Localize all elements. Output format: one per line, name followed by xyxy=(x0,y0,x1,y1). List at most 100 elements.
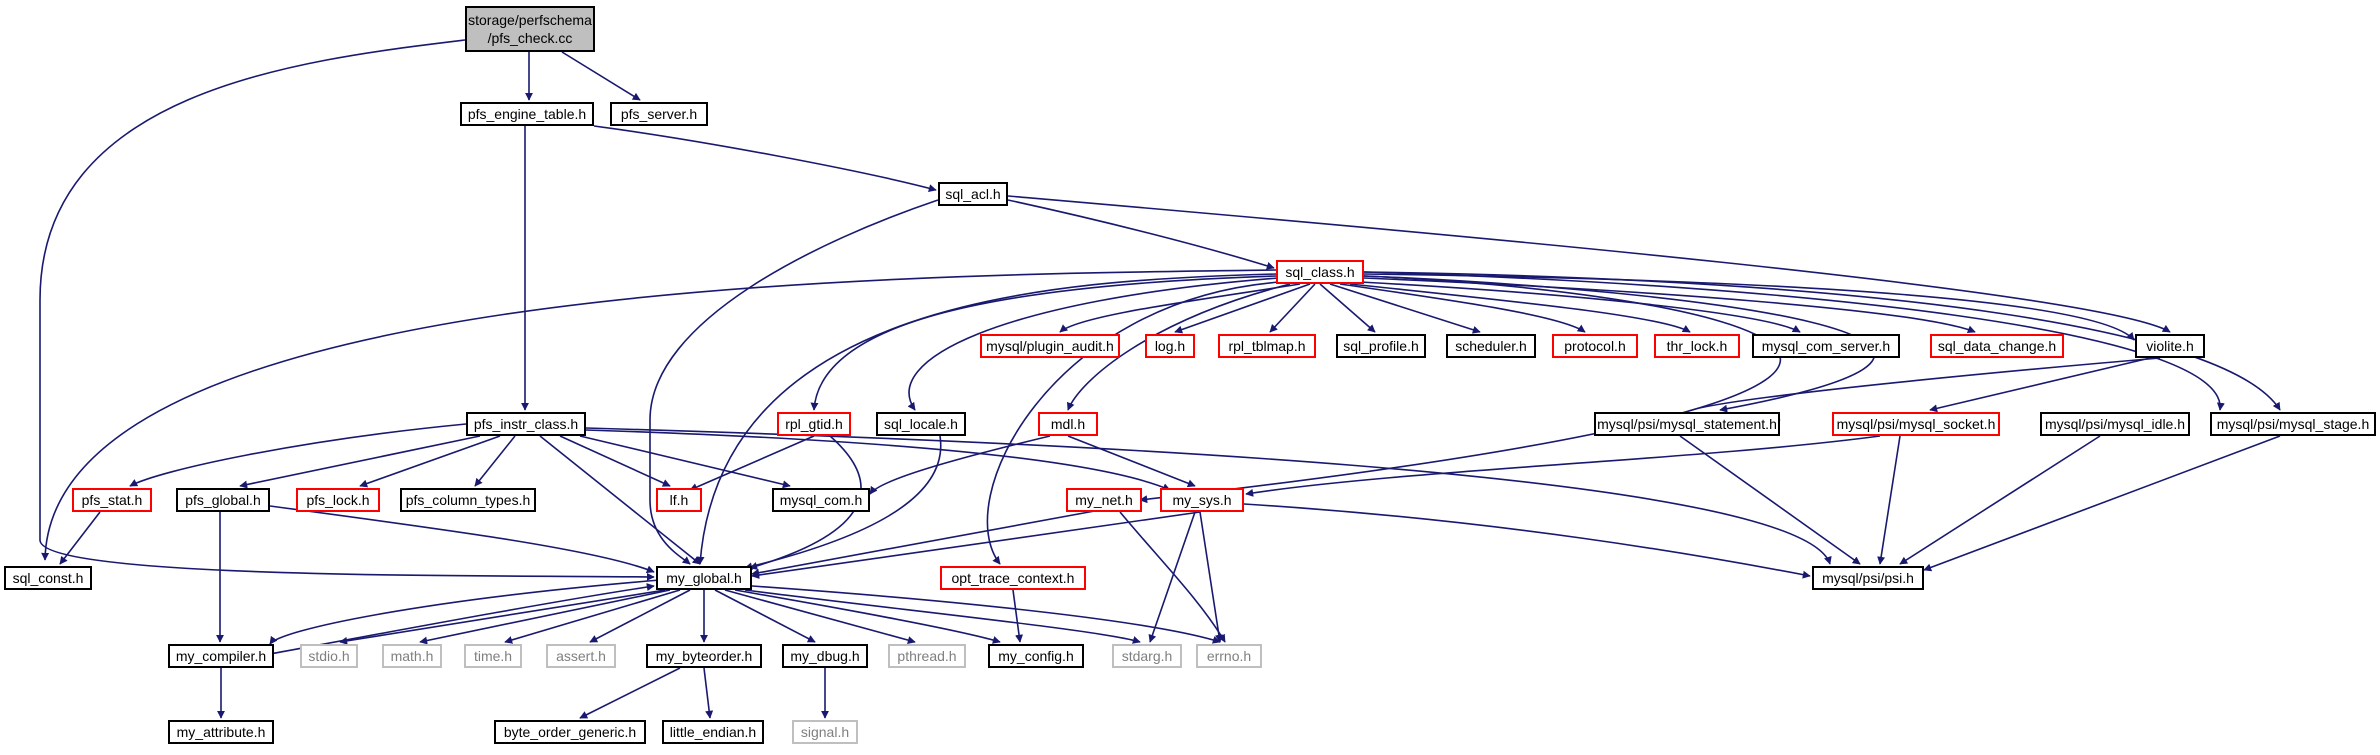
node-violite-h[interactable]: violite.h xyxy=(2135,334,2205,358)
node-stdarg-h: stdarg.h xyxy=(1112,644,1182,668)
dependency-edge xyxy=(593,125,937,193)
dependency-edge xyxy=(689,435,815,491)
dependency-edge xyxy=(1269,283,1316,333)
dependency-edge xyxy=(1243,503,1811,579)
dependency-edge xyxy=(1059,283,1301,333)
node-lf-h[interactable]: lf.h xyxy=(656,488,702,512)
dependency-edge xyxy=(1148,511,1196,643)
node-my-byteorder-h[interactable]: my_byteorder.h xyxy=(646,644,762,668)
dependency-edge xyxy=(1363,271,2281,411)
dependency-edge xyxy=(744,589,1141,644)
node-pfs-lock-h[interactable]: pfs_lock.h xyxy=(296,488,380,512)
node-psi-h[interactable]: mysql/psi/psi.h xyxy=(1812,566,1924,590)
dependency-edge xyxy=(269,505,655,573)
root-line-1: storage/perfschema xyxy=(468,12,592,28)
dependency-edge xyxy=(41,269,1277,561)
node-mysql-com-h[interactable]: mysql_com.h xyxy=(772,488,870,512)
node-little-endian-h[interactable]: little_endian.h xyxy=(662,720,764,744)
dependency-edge xyxy=(724,589,916,644)
node-my-global-h[interactable]: my_global.h xyxy=(656,566,752,590)
dependency-edge xyxy=(1339,283,1586,333)
node-mysql-stage-h[interactable]: mysql/psi/mysql_stage.h xyxy=(2210,412,2376,436)
node-pfs-stat-h[interactable]: pfs_stat.h xyxy=(72,488,152,512)
dependency-edge xyxy=(559,435,671,487)
node-scheduler-h[interactable]: scheduler.h xyxy=(1446,334,1536,358)
node-my-attribute-h[interactable]: my_attribute.h xyxy=(168,720,274,744)
node-signal-h: signal.h xyxy=(792,720,858,744)
node-sql-profile-h[interactable]: sql_profile.h xyxy=(1336,334,1426,358)
dependency-edge xyxy=(1363,275,1876,413)
dependency-edge xyxy=(1066,283,1291,411)
node-pfs-instr-class-h[interactable]: pfs_instr_class.h xyxy=(466,412,586,436)
node-assert-h: assert.h xyxy=(546,644,616,668)
node-my-config-h[interactable]: my_config.h xyxy=(988,644,1084,668)
node-my-sys-h[interactable]: my_sys.h xyxy=(1160,488,1244,512)
node-my-compiler-h[interactable]: my_compiler.h xyxy=(168,644,274,668)
dependency-edge xyxy=(59,511,101,565)
node-mysql-socket-h[interactable]: mysql/psi/mysql_socket.h xyxy=(1832,412,2000,436)
node-signal-label: signal.h xyxy=(800,724,850,740)
dependency-edge xyxy=(1067,435,1196,488)
node-errno-label: errno.h xyxy=(1206,648,1252,664)
node-log-h[interactable]: log.h xyxy=(1145,334,1195,358)
node-byte-order-generic-h[interactable]: byte_order_generic.h xyxy=(494,720,646,744)
dependency-edge xyxy=(129,423,467,487)
node-assert-label: assert.h xyxy=(556,648,606,664)
node-opt-trace-context-h[interactable]: opt_trace_context.h xyxy=(940,566,1086,590)
dependency-edge xyxy=(269,579,661,645)
node-thr-lock-h[interactable]: thr_lock.h xyxy=(1654,334,1740,358)
dependency-edge xyxy=(1329,283,1481,334)
node-math-h: math.h xyxy=(382,644,442,668)
node-time-label: time.h xyxy=(473,648,513,664)
node-protocol-h[interactable]: protocol.h xyxy=(1552,334,1638,358)
node-pfs-server-h[interactable]: pfs_server.h xyxy=(610,102,708,126)
node-mdl-h[interactable]: mdl.h xyxy=(1038,412,1098,436)
node-sql-const-h[interactable]: sql_const.h xyxy=(4,566,92,590)
dependency-edge xyxy=(1012,589,1024,643)
dependency-edge xyxy=(1119,511,1226,643)
dependency-edge xyxy=(419,589,671,645)
dependency-edge xyxy=(504,589,681,644)
node-mysql-statement-h[interactable]: mysql/psi/mysql_statement.h xyxy=(1594,412,1780,436)
dependency-edge xyxy=(561,51,641,101)
node-pfs-global-h[interactable]: pfs_global.h xyxy=(176,488,270,512)
dependency-edge xyxy=(1899,435,2101,565)
dependency-edge xyxy=(1349,283,1691,333)
node-sql-data-change-h[interactable]: sql_data_change.h xyxy=(1930,334,2064,358)
root-line-2: /pfs_check.cc xyxy=(487,30,573,46)
dependency-edge xyxy=(703,667,714,719)
dependency-edge xyxy=(1923,435,2281,572)
node-rpl-tblmap-h[interactable]: rpl_tblmap.h xyxy=(1218,334,1316,358)
dependency-edge xyxy=(1363,271,2225,411)
node-sql-locale-h[interactable]: sql_locale.h xyxy=(876,412,966,436)
dependency-edge xyxy=(1359,281,1801,333)
dependency-edge xyxy=(649,199,939,565)
node-pfs-engine-table-h[interactable]: pfs_engine_table.h xyxy=(460,102,594,126)
node-stdio-h: stdio.h xyxy=(300,644,358,668)
node-mysql-com-server-h[interactable]: mysql_com_server.h xyxy=(1752,334,1900,358)
node-pthread-h: pthread.h xyxy=(888,644,966,668)
node-time-h: time.h xyxy=(464,644,522,668)
dependency-edge xyxy=(907,277,1279,411)
dependency-edge xyxy=(339,589,666,645)
dependency-edge xyxy=(1363,273,2135,341)
node-sql-class-h[interactable]: sql_class.h xyxy=(1276,260,1364,284)
node-plugin-audit-h[interactable]: mysql/plugin_audit.h xyxy=(980,334,1120,358)
node-rpl-gtid-h[interactable]: rpl_gtid.h xyxy=(777,412,851,436)
dependency-edge xyxy=(751,511,1201,579)
node-stdarg-label: stdarg.h xyxy=(1121,648,1173,664)
dependency-edge xyxy=(1929,357,2151,413)
dependency-edge xyxy=(1007,195,2171,333)
dependency-edge xyxy=(810,275,1277,411)
dependency-edge xyxy=(579,435,791,489)
node-my-dbug-h[interactable]: my_dbug.h xyxy=(782,644,868,668)
dependency-edge xyxy=(585,429,1171,491)
node-mysql-idle-h[interactable]: mysql/psi/mysql_idle.h xyxy=(2040,412,2190,436)
node-sql-acl-h[interactable]: sql_acl.h xyxy=(938,182,1008,206)
node-my-net-h[interactable]: my_net.h xyxy=(1066,488,1142,512)
dependency-edge xyxy=(1877,435,1901,565)
node-pfs-column-types-h[interactable]: pfs_column_types.h xyxy=(400,488,536,512)
dependency-edge xyxy=(744,435,942,571)
dependency-edge xyxy=(751,509,1101,577)
dependency-edge xyxy=(714,589,816,643)
